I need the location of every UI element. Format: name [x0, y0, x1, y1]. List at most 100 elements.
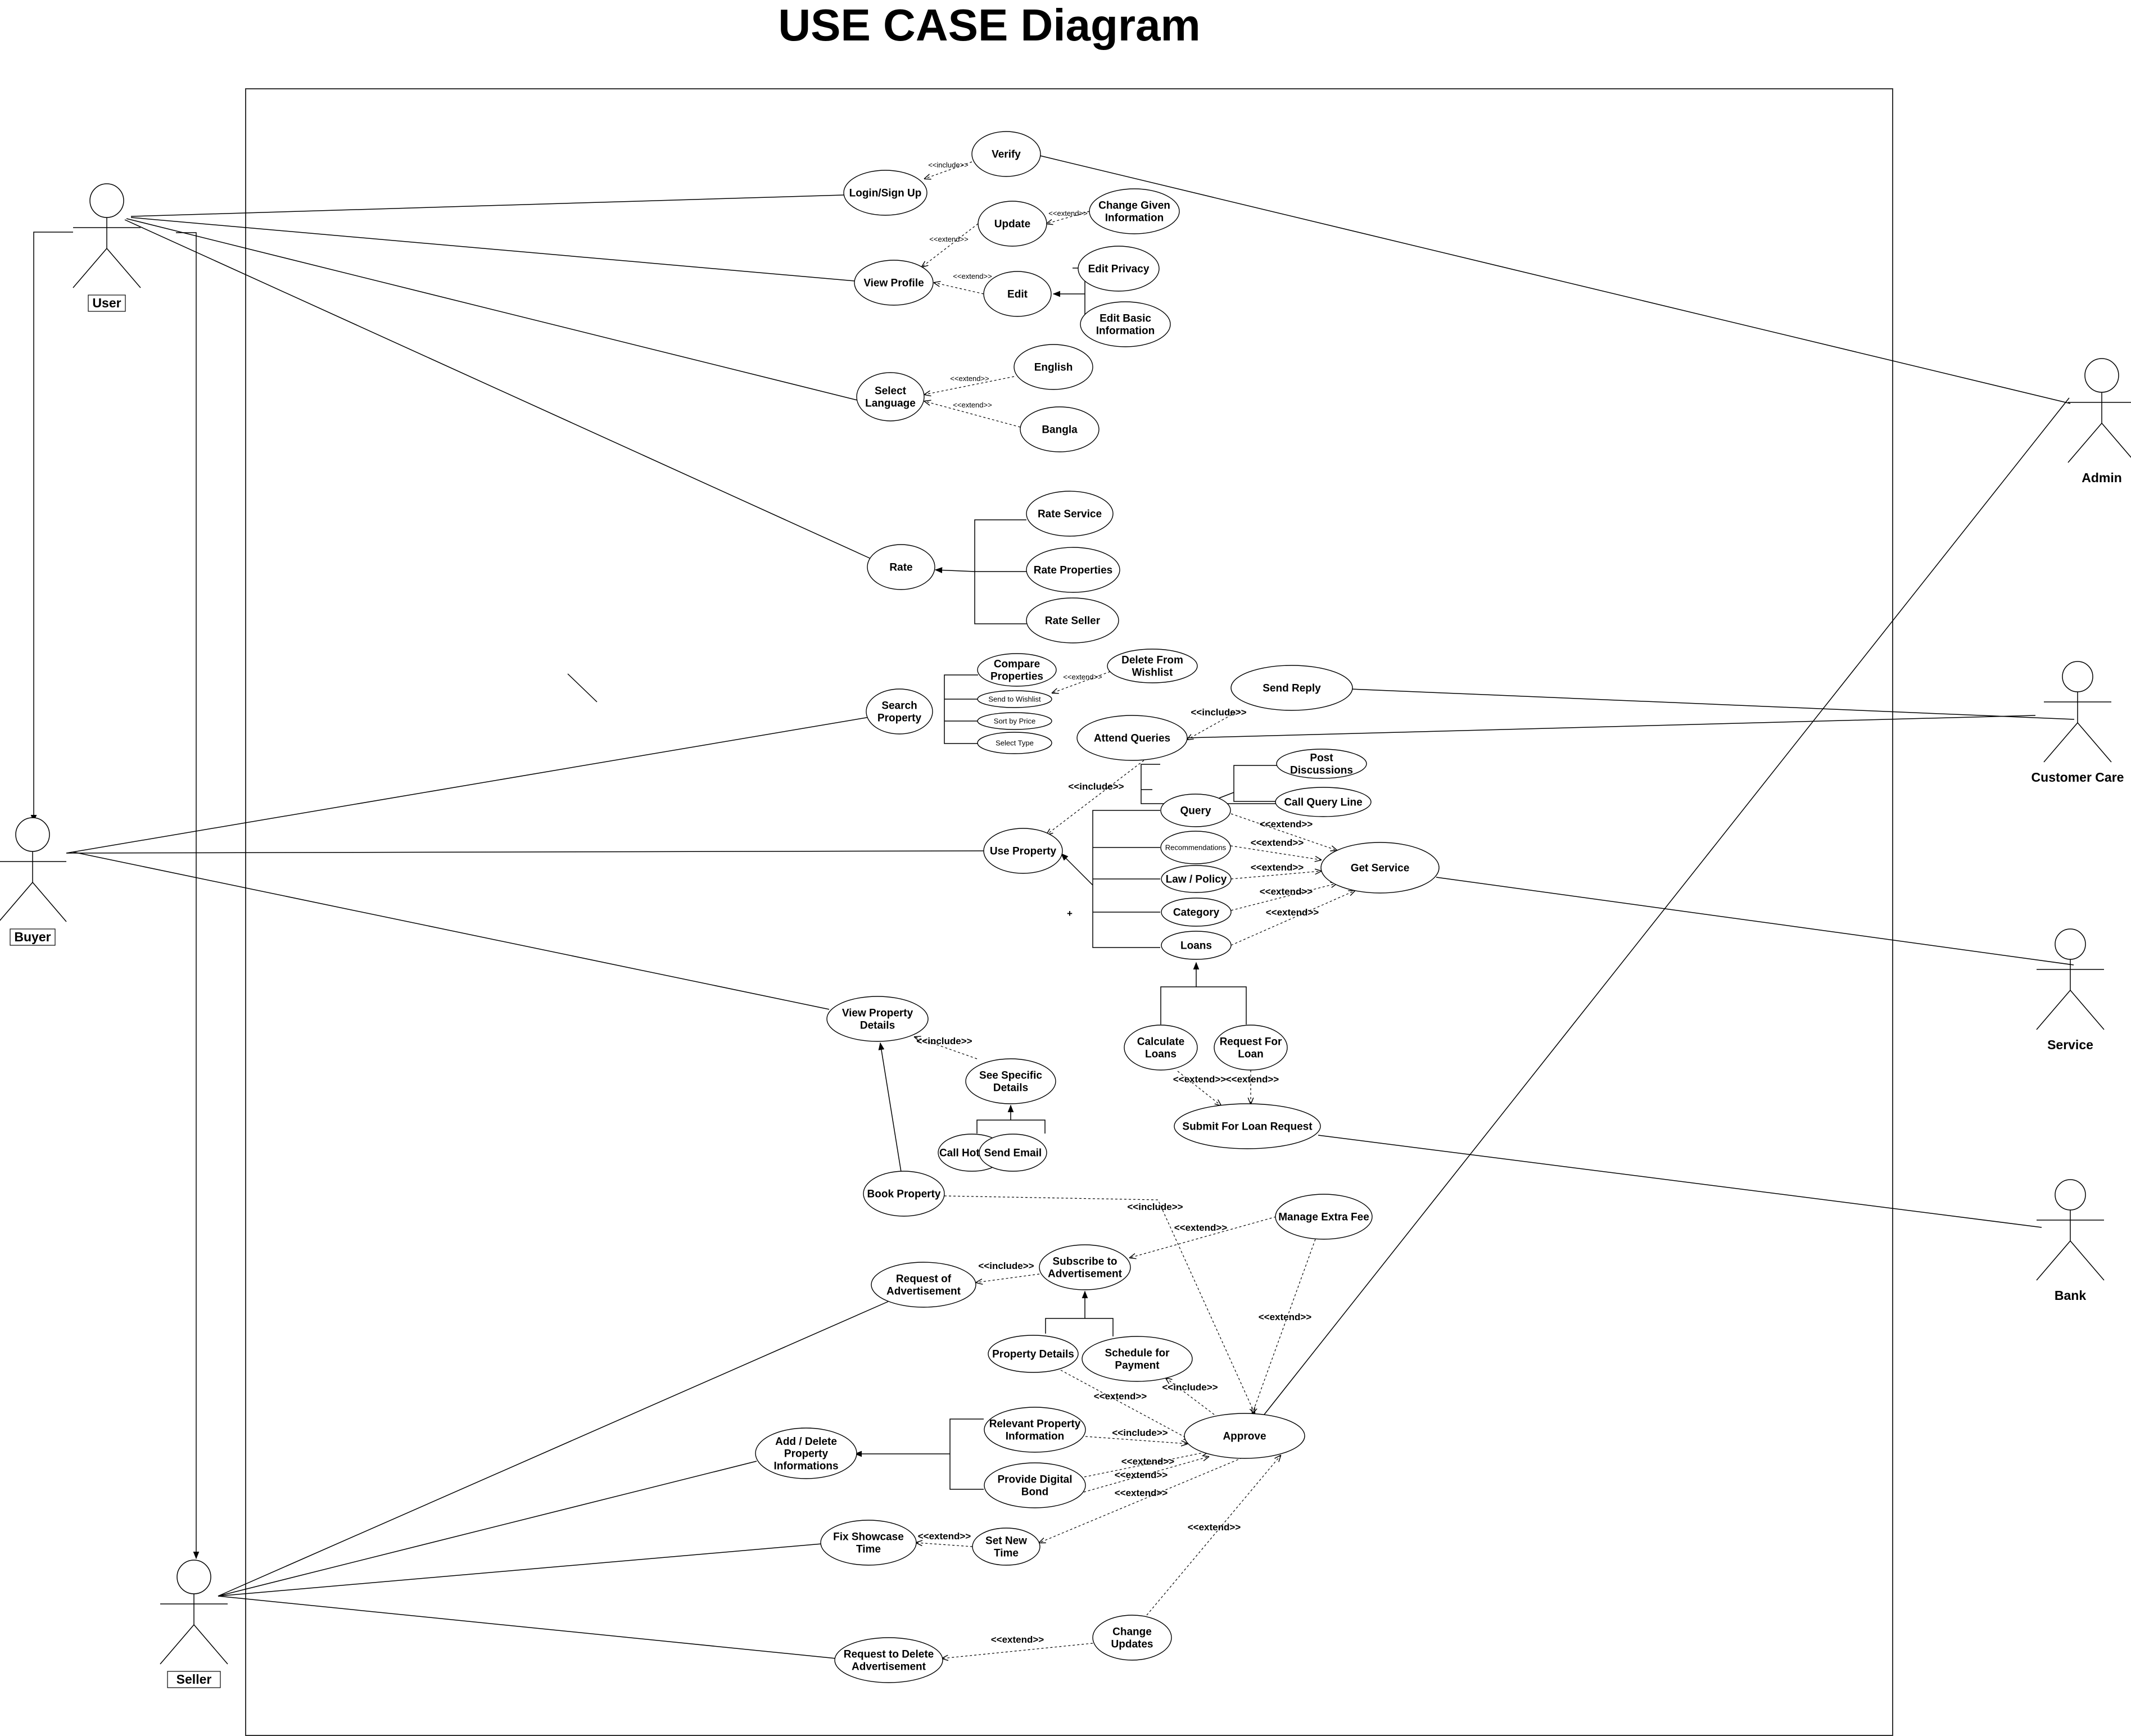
association-buyer-search-property [66, 717, 870, 854]
use-case-rate-properties[interactable]: Rate Properties [1026, 547, 1120, 593]
dep-subscribe-request-ad [976, 1273, 1040, 1282]
use-case-label: Rate Service [1038, 509, 1102, 520]
extend-stereotype: <<extend>> [1094, 1391, 1147, 1402]
use-case-submit-loan[interactable]: Submit For Loan Request [1174, 1103, 1321, 1149]
use-case-label: Edit [1007, 289, 1028, 301]
dep-recommendations-get-service [1230, 845, 1321, 860]
use-case-send-wishlist[interactable]: Send to Wishlist [977, 690, 1052, 708]
dep-bangla-select-language [925, 401, 1021, 428]
use-case-ellipse [826, 996, 929, 1042]
use-case-loans[interactable]: Loans [1161, 931, 1232, 960]
actor-label: Buyer [14, 930, 51, 944]
dep-approve-schedule [1166, 1378, 1215, 1415]
use-case-call-query[interactable]: Call Query Line [1275, 787, 1372, 817]
include-stereotype: <<include>> [1127, 1202, 1183, 1212]
use-case-ellipse [983, 828, 1063, 874]
actor-label: Customer Care [2032, 770, 2124, 785]
bracket-rate [974, 519, 1026, 624]
use-case-ellipse [866, 688, 933, 735]
actor-head [89, 183, 124, 218]
extend-stereotype: <<extend>> [1173, 1074, 1227, 1085]
use-case-ellipse [965, 1058, 1056, 1104]
use-case-sort-price[interactable]: Sort by Price [977, 712, 1052, 730]
use-case-ellipse [1026, 547, 1120, 593]
use-case-rate-seller[interactable]: Rate Seller [1026, 597, 1119, 643]
use-case-view-profile[interactable]: View Profile [854, 260, 934, 306]
use-case-label: Details [860, 1020, 895, 1032]
use-case-login[interactable]: Login/Sign Up [843, 170, 927, 216]
actor-label: Service [2047, 1037, 2093, 1052]
use-case-select-type[interactable]: Select Type [977, 732, 1052, 754]
extend-stereotype: <<extend>> [950, 374, 989, 383]
use-case-approve[interactable]: Approve [1184, 1413, 1305, 1459]
use-case-recommendations[interactable]: Recommendations [1160, 831, 1231, 864]
use-case-ellipse [1020, 406, 1100, 452]
use-case-label: Edit Privacy [1088, 264, 1150, 275]
use-case-send-email[interactable]: Send Email [979, 1134, 1047, 1172]
dep-english-select-language [925, 376, 1015, 395]
use-case-query[interactable]: Query [1160, 794, 1231, 827]
dep-update-view-profile [922, 223, 979, 267]
dep-relevant-info-approve [1085, 1436, 1187, 1444]
use-case-bangla[interactable]: Bangla [1020, 406, 1100, 452]
use-case-label: Login/Sign Up [849, 188, 922, 200]
use-case-label: Loans [1145, 1049, 1177, 1060]
actor-label-box [10, 928, 56, 946]
use-case-property-details[interactable]: Property Details [988, 1335, 1079, 1373]
use-case-rate[interactable]: Rate [867, 544, 935, 590]
use-case-ellipse [854, 260, 934, 306]
dep-set-new-time-fix-showcase [916, 1543, 973, 1547]
use-case-verify[interactable]: Verify [971, 131, 1041, 177]
use-case-law-policy[interactable]: Law / Policy [1161, 865, 1232, 893]
use-case-use-property[interactable]: Use Property [983, 828, 1063, 874]
actor-label: User [92, 296, 121, 310]
use-case-attend-queries[interactable]: Attend Queries [1076, 715, 1188, 761]
use-case-label: Submit For Loan Request [1182, 1121, 1313, 1133]
extend-stereotype: <<extend>> [1048, 209, 1087, 217]
use-case-edit[interactable]: Edit [983, 271, 1052, 317]
system-boundary [245, 88, 1893, 1736]
dep-edit-view-profile [934, 283, 984, 294]
use-case-label: Details [993, 1082, 1028, 1094]
actor-head [2062, 661, 2093, 692]
use-case-english[interactable]: English [1014, 344, 1093, 390]
use-case-rate-service[interactable]: Rate Service [1026, 491, 1114, 537]
use-case-send-reply[interactable]: Send Reply [1230, 665, 1353, 711]
use-case-update[interactable]: Update [978, 201, 1047, 247]
use-case-ellipse [1107, 649, 1198, 683]
use-case-get-service[interactable]: Get Service [1320, 842, 1440, 894]
use-case-category[interactable]: Category [1161, 898, 1232, 927]
use-case-manage-fee[interactable]: Manage Extra Fee [1275, 1194, 1373, 1240]
dep-delete-wishlist [1052, 671, 1111, 693]
diagram-title: USE CASE Diagram [778, 0, 1200, 50]
use-case-ellipse [1039, 1244, 1131, 1290]
use-case-label: Delete From [1121, 655, 1183, 667]
use-case-label: Post [1310, 753, 1333, 764]
use-case-edit-privacy[interactable]: Edit Privacy [1078, 246, 1160, 292]
use-case-ellipse [755, 1427, 857, 1479]
dep-digital-bond-approve-2 [1084, 1452, 1209, 1477]
actor-label-box [167, 1671, 221, 1688]
use-case-book-property[interactable]: Book Property [863, 1171, 945, 1217]
